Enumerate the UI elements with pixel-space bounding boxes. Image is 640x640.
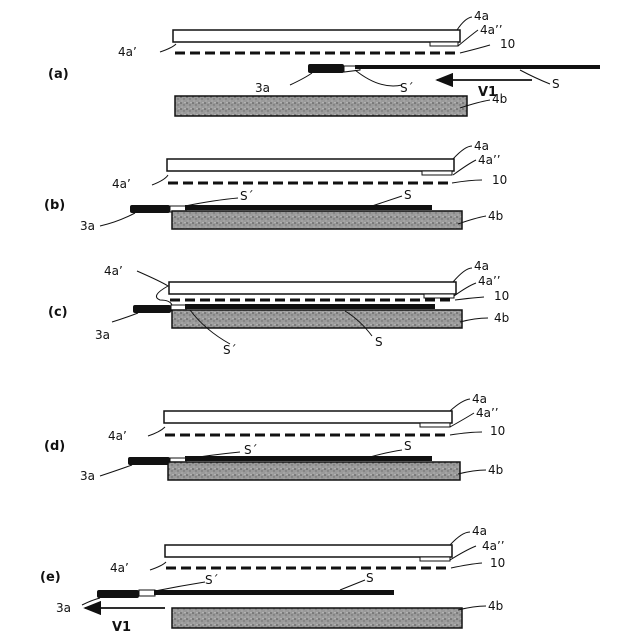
base-4b — [172, 608, 462, 628]
sheet-S — [154, 590, 394, 595]
label-10: 10 — [500, 37, 515, 51]
sheet-S — [185, 304, 435, 309]
label-S: S — [375, 335, 383, 349]
label-4b: 4b — [488, 599, 503, 613]
label-4a1: 4a’ — [118, 45, 137, 59]
panel-label: (d) — [44, 439, 65, 454]
upper-plate-4a — [169, 282, 456, 294]
label-4a2: 4a’’ — [482, 539, 505, 553]
panel-e: (e) 4a 4a’’ 10 4a’ 3a S´ S V1 4b — [40, 524, 505, 635]
panel-label: (b) — [44, 198, 65, 213]
label-10: 10 — [490, 424, 505, 438]
sheet-S — [355, 65, 600, 69]
label-4a: 4a — [472, 524, 487, 538]
label-4b: 4b — [488, 463, 503, 477]
plate-step-4a2 — [422, 171, 452, 175]
plate-step-4a2 — [430, 42, 458, 46]
panel-label: (c) — [48, 305, 68, 320]
label-S: S — [552, 77, 560, 91]
label-4a1: 4a’ — [110, 561, 129, 575]
panel-a: (a) 4a 4a’’ 10 4a’ 3a S´ S V1 4b — [48, 9, 600, 116]
label-4a2: 4a’’ — [478, 274, 501, 288]
label-S1: S´ — [244, 443, 258, 457]
plate-step-4a2 — [420, 423, 450, 427]
label-4a2: 4a’’ — [478, 153, 501, 167]
holder-3a — [128, 457, 170, 465]
plate-step-4a2 — [420, 557, 450, 561]
base-4b — [172, 310, 462, 328]
label-S1: S´ — [205, 573, 219, 587]
upper-plate-4a — [164, 411, 452, 423]
label-4b: 4b — [492, 92, 507, 106]
panel-label: (e) — [40, 570, 61, 585]
holder-3a — [133, 305, 171, 313]
label-3a: 3a — [56, 601, 71, 615]
holder-3a — [97, 590, 139, 598]
sheet-S — [185, 456, 432, 461]
holder-3a — [308, 64, 344, 73]
label-S1: S´ — [223, 343, 237, 357]
label-4b: 4b — [488, 209, 503, 223]
upper-plate-4a — [167, 159, 454, 171]
label-10: 10 — [494, 289, 509, 303]
label-4a: 4a — [472, 392, 487, 406]
label-S: S — [404, 188, 412, 202]
sheet-S — [185, 205, 432, 210]
label-V1: V1 — [112, 620, 131, 635]
label-S: S — [366, 571, 374, 585]
sheet-tip — [139, 590, 155, 596]
label-4a1: 4a’ — [104, 264, 123, 278]
upper-plate-4a — [165, 545, 452, 557]
base-4b — [175, 96, 467, 116]
plate-step-4a2 — [424, 294, 454, 298]
label-3a: 3a — [80, 469, 95, 483]
base-4b — [168, 462, 460, 480]
base-4b — [172, 211, 462, 229]
label-10: 10 — [490, 556, 505, 570]
label-4a1: 4a’ — [108, 429, 127, 443]
label-4a: 4a — [474, 139, 489, 153]
label-S: S — [404, 439, 412, 453]
label-3a: 3a — [80, 219, 95, 233]
label-S1: S´ — [400, 81, 414, 95]
label-4a2: 4a’’ — [480, 23, 503, 37]
label-3a: 3a — [255, 81, 270, 95]
label-3a: 3a — [95, 328, 110, 342]
upper-plate-4a — [173, 30, 460, 42]
label-S1: S´ — [240, 189, 254, 203]
holder-3a — [130, 205, 170, 213]
label-4a2: 4a’’ — [476, 406, 499, 420]
label-4a: 4a — [474, 9, 489, 23]
label-10: 10 — [492, 173, 507, 187]
label-4a: 4a — [474, 259, 489, 273]
label-4a1: 4a’ — [112, 177, 131, 191]
panel-label: (a) — [48, 67, 69, 82]
label-4b: 4b — [494, 311, 509, 325]
panel-c: (c) 4a 4a’’ 10 4a’ 3a S´ S 4b — [48, 259, 509, 357]
panel-b: (b) 4a 4a’’ 10 4a’ 3a S´ S 4b — [44, 139, 507, 233]
panel-d: (d) 4a 4a’’ 10 4a’ 3a S´ S 4b — [44, 392, 505, 483]
